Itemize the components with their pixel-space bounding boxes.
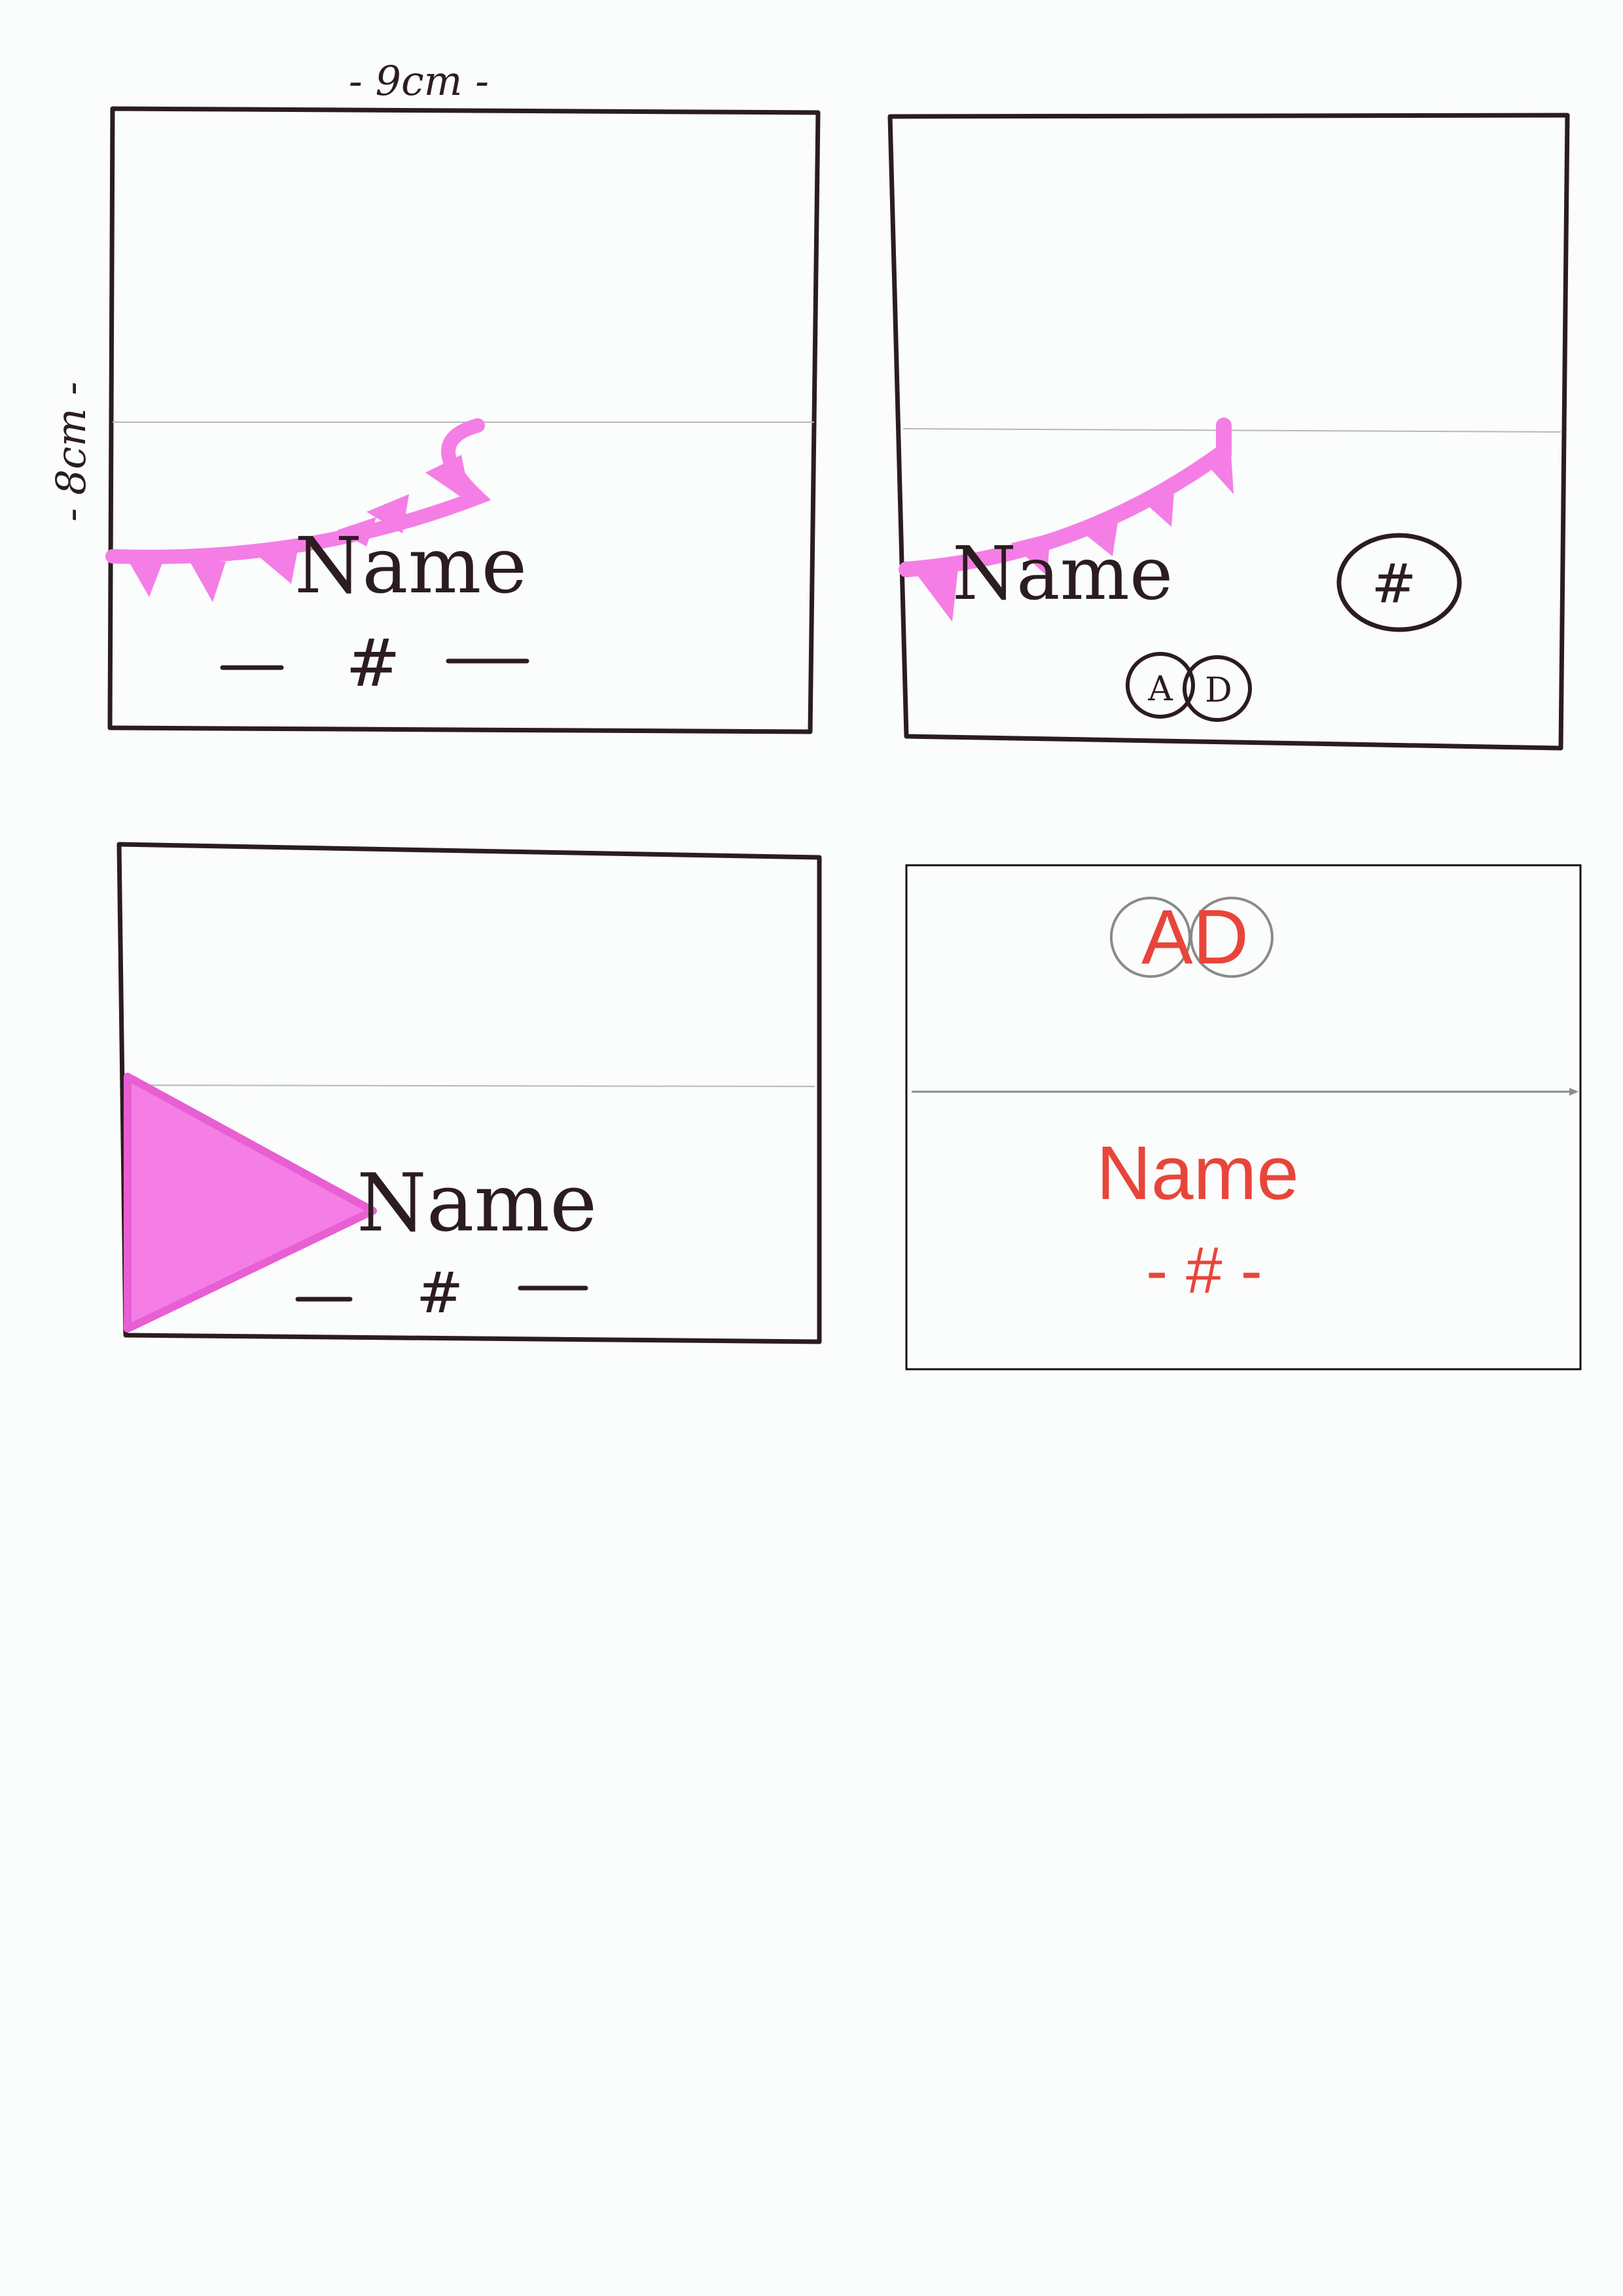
number-text: # — [416, 1261, 463, 1326]
sketch-3-card: Name # — [116, 842, 822, 1344]
fold-arrow-icon — [1569, 1088, 1578, 1096]
monogram-badge: AD — [1110, 894, 1274, 980]
width-label: - 9cm - — [349, 57, 489, 105]
number-badge: # — [1336, 533, 1462, 632]
width-dimension-label: - 9cm - — [349, 57, 489, 105]
monogram-text: AD — [1141, 894, 1249, 980]
digital-design-card: AD Name - # - — [905, 864, 1582, 1371]
fold-line — [902, 428, 1561, 433]
number-text: # — [1372, 553, 1417, 615]
card-outline — [107, 106, 821, 734]
card-outline — [887, 113, 1570, 751]
card-outline — [905, 864, 1582, 1371]
monogram-left: A — [1147, 670, 1173, 709]
name-text: Name — [357, 1157, 597, 1249]
height-label: - 8cm - — [47, 382, 95, 522]
name-text: Name — [1096, 1130, 1298, 1215]
name-text: Name — [294, 520, 527, 611]
height-dimension-label: - 8cm - — [47, 382, 95, 522]
bunting-banner — [899, 418, 1234, 622]
number-text: # — [346, 625, 401, 702]
monogram-badge: A D — [1126, 652, 1252, 722]
bunting-banner — [105, 418, 491, 602]
card-outline — [116, 842, 822, 1344]
sketch-1-card: Name # — [105, 106, 821, 734]
monogram-right: D — [1205, 671, 1232, 710]
pennant-flag — [124, 1073, 377, 1333]
fold-line — [130, 1085, 815, 1087]
number-text: - # - — [1146, 1234, 1262, 1307]
sketch-2-card: Name # A D — [887, 113, 1570, 751]
name-text: Name — [952, 531, 1173, 617]
